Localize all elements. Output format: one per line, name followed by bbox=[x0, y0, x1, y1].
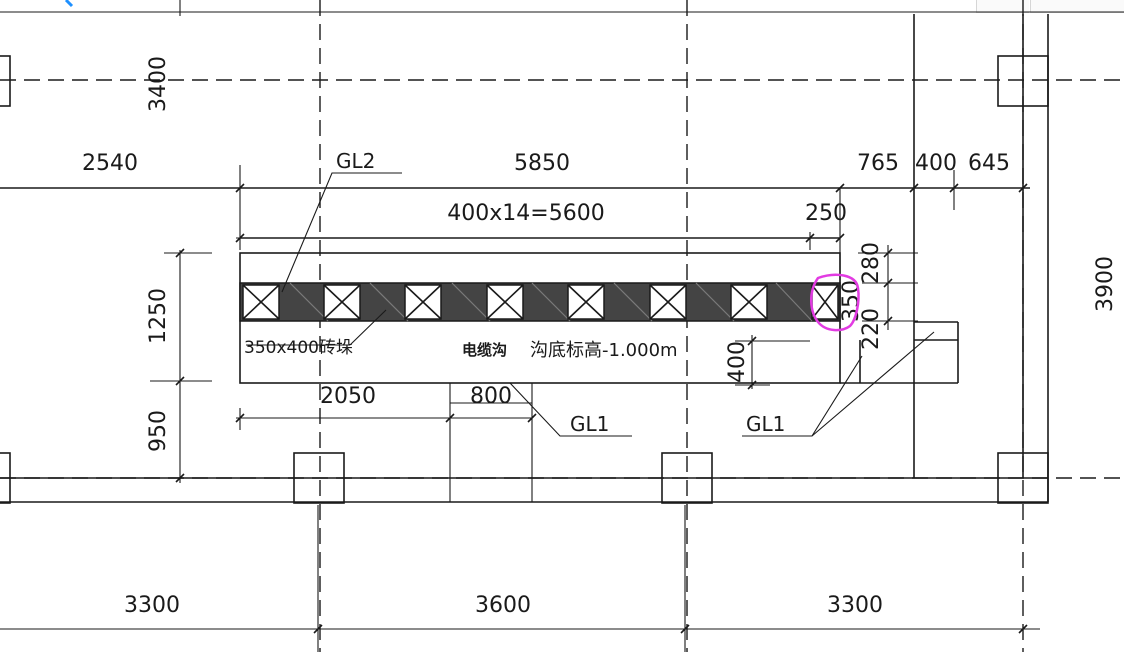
label-brick-pier: 350x400砖垛 bbox=[244, 338, 353, 358]
dim-1250: 1250 bbox=[146, 288, 171, 344]
dimension-lines bbox=[0, 0, 1040, 652]
dim-400-right: 400 bbox=[915, 151, 957, 176]
hatch bbox=[289, 282, 813, 322]
dim-3400: 3400 bbox=[146, 56, 171, 112]
label-gl1-right: GL1 bbox=[746, 412, 785, 436]
dim-400-depth: 400 bbox=[725, 341, 750, 383]
dim-3300-right: 3300 bbox=[827, 593, 883, 618]
dim-350: 350 bbox=[839, 280, 864, 322]
dim-2540: 2540 bbox=[82, 151, 138, 176]
dim-280: 280 bbox=[859, 242, 884, 284]
leader-lines bbox=[246, 172, 935, 437]
label-gl2: GL2 bbox=[336, 149, 375, 173]
dim-250: 250 bbox=[805, 201, 847, 226]
dim-3300-left: 3300 bbox=[124, 593, 180, 618]
label-trench-bottom: 沟底标高-1.000m bbox=[530, 340, 678, 361]
dim-645: 645 bbox=[968, 151, 1010, 176]
brick-piers bbox=[242, 284, 839, 320]
dim-3600: 3600 bbox=[475, 593, 531, 618]
dim-2050: 2050 bbox=[320, 384, 376, 409]
accent-mark bbox=[64, 0, 74, 8]
tick-marks bbox=[175, 183, 1028, 634]
columns bbox=[0, 55, 1049, 504]
dim-220: 220 bbox=[859, 308, 884, 350]
dim-400x14: 400x14=5600 bbox=[447, 201, 604, 226]
dim-765: 765 bbox=[857, 151, 899, 176]
dim-3900: 3900 bbox=[1093, 256, 1118, 312]
label-cable-trench: 电缆沟 bbox=[462, 341, 507, 359]
dim-800: 800 bbox=[470, 384, 512, 409]
highlight-circle bbox=[810, 273, 860, 332]
dim-5850: 5850 bbox=[514, 151, 570, 176]
beam-strip bbox=[239, 282, 841, 322]
dim-950: 950 bbox=[146, 410, 171, 452]
label-gl1-left: GL1 bbox=[570, 412, 609, 436]
